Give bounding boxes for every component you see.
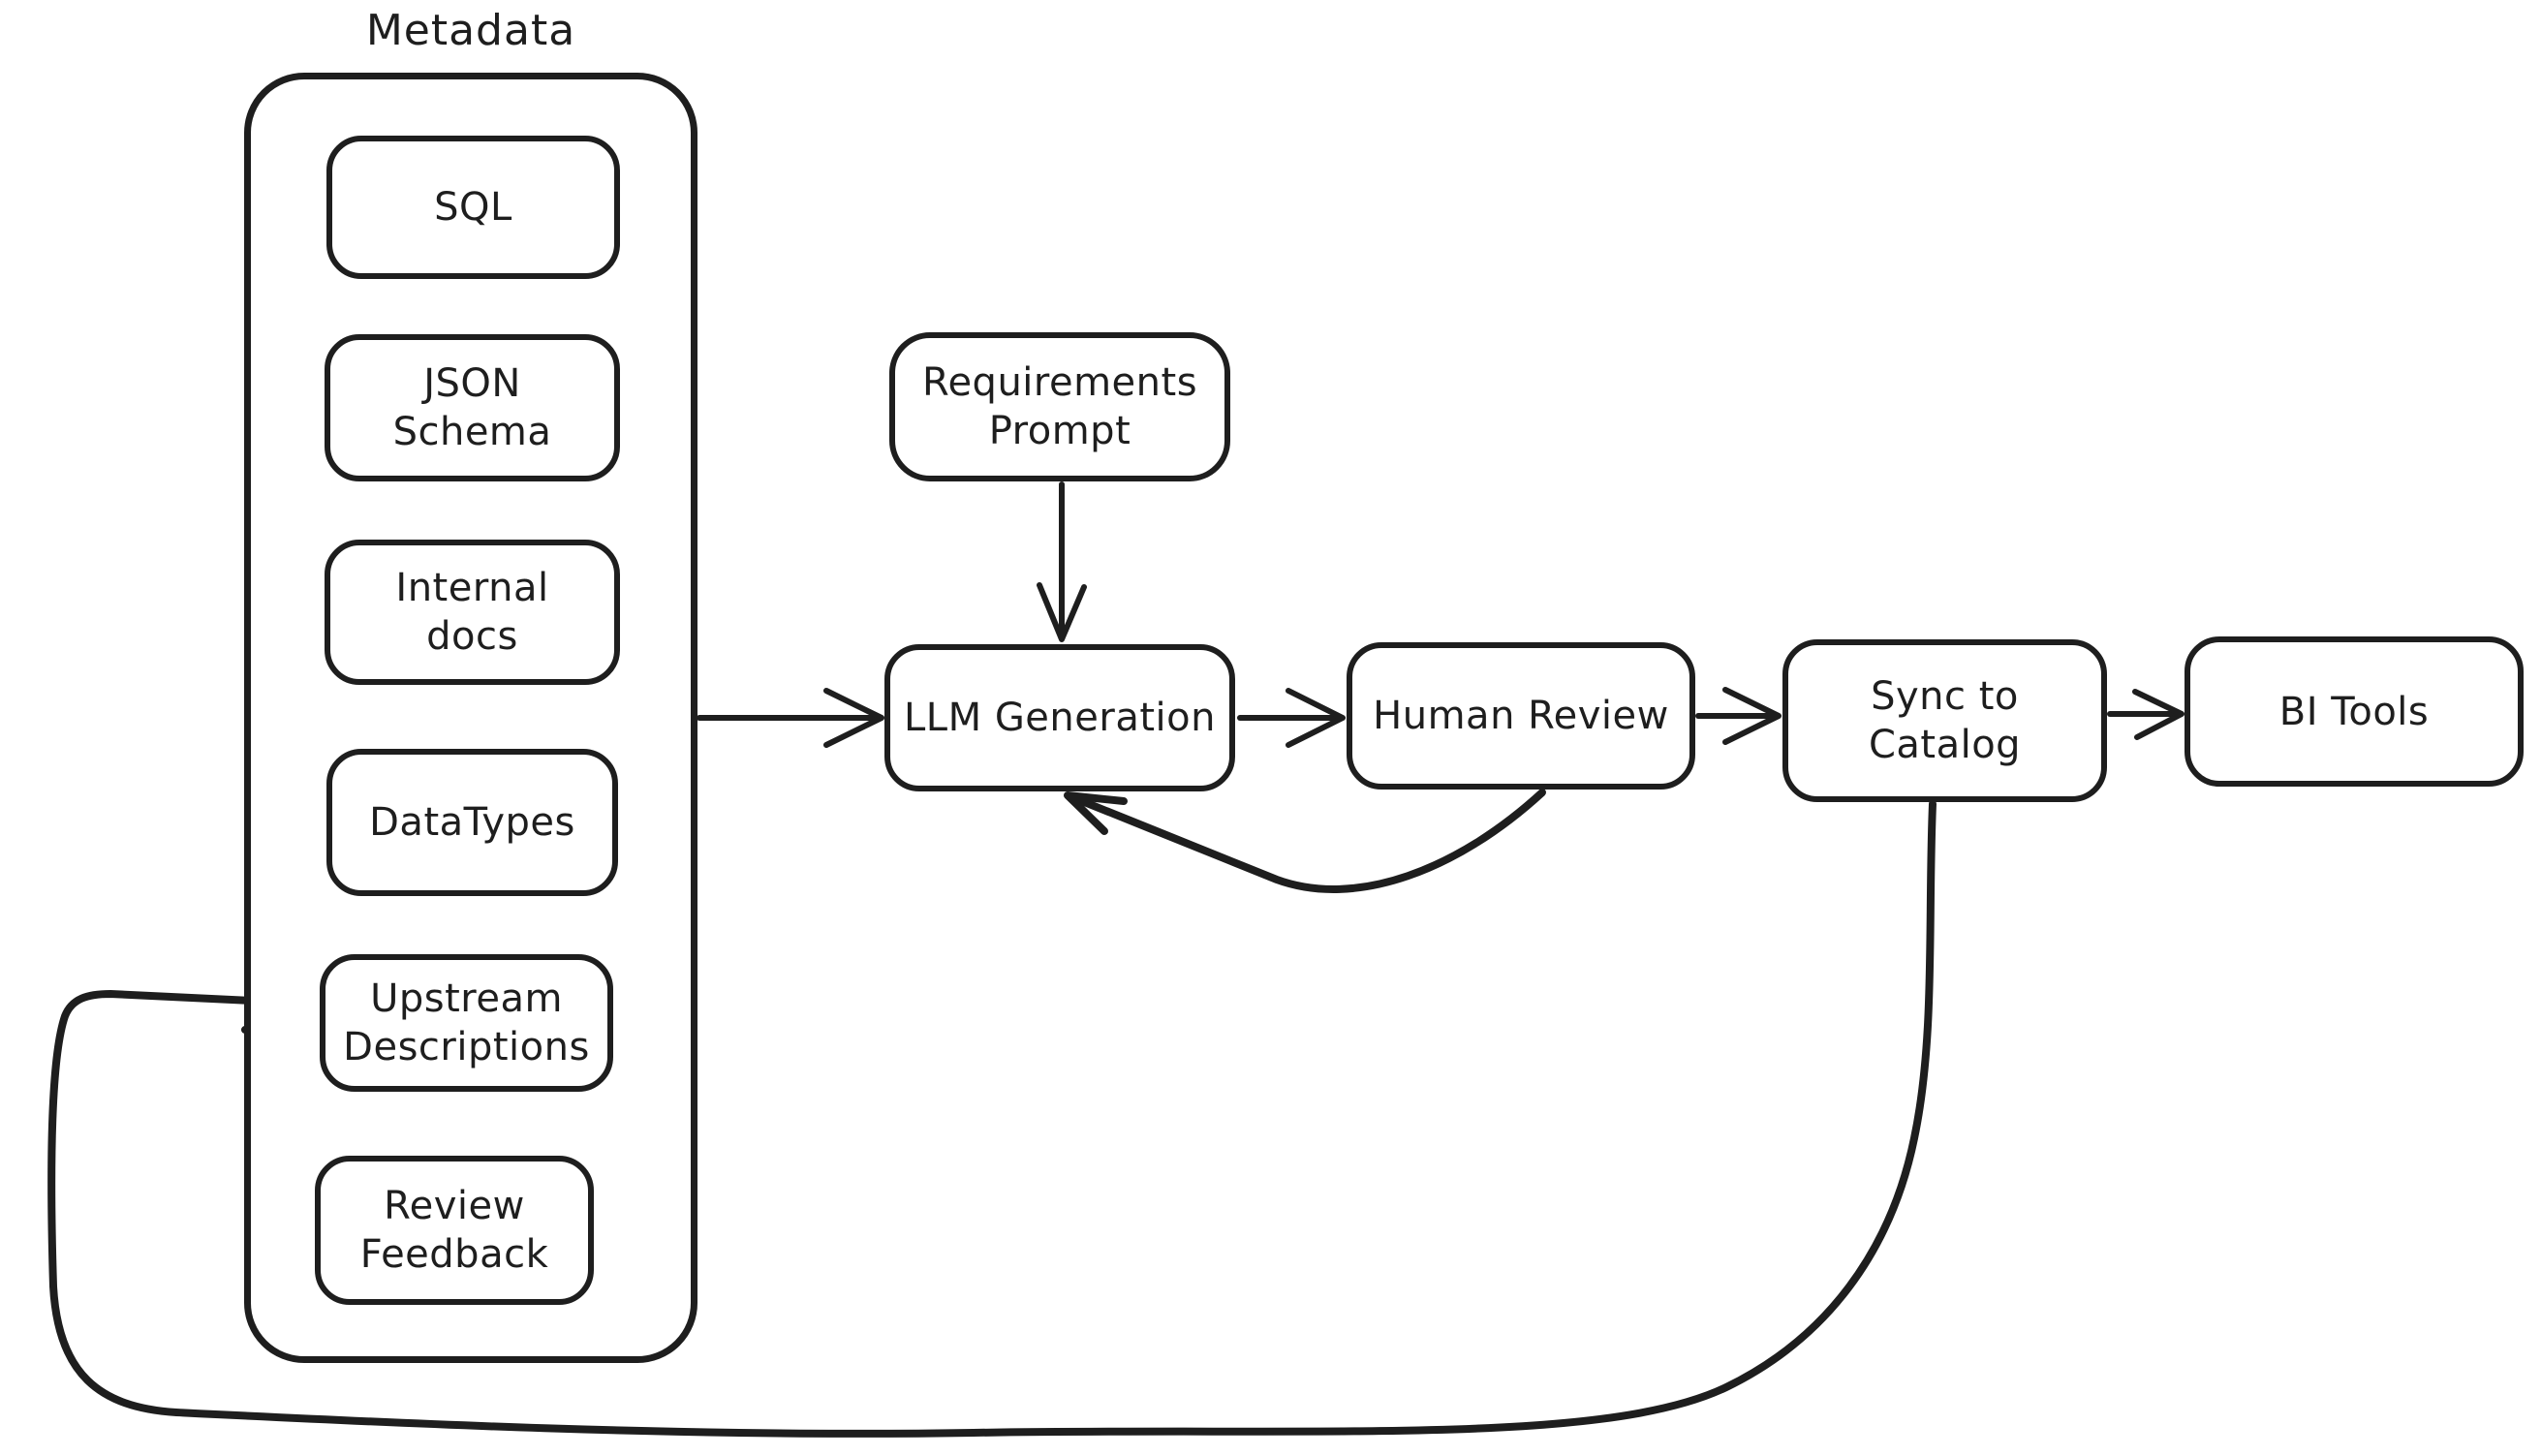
node-json-schema: JSON Schema [325,334,620,481]
node-bi-tools: BI Tools [2185,636,2524,787]
metadata-group-container [244,73,697,1363]
node-internal-docs: Internal docs [325,540,620,685]
node-llm-generation: LLM Generation [884,644,1235,791]
node-requirements-prompt: Requirements Prompt [889,332,1230,481]
node-upstream-descriptions: Upstream Descriptions [320,954,613,1092]
node-review-feedback: Review Feedback [315,1156,594,1305]
node-datatypes: DataTypes [326,749,618,896]
node-human-review: Human Review [1347,642,1695,790]
arrow-llm-to-human-head [1286,688,1346,748]
node-sql: SQL [326,136,620,279]
node-sync-to-catalog: Sync to Catalog [1782,639,2107,802]
arrow-human-to-llm-feedback-head [1064,791,1128,835]
arrow-human-to-llm-feedback-line [1073,789,1546,893]
arrow-sync-to-bi-head [2132,689,2185,740]
metadata-group-title: Metadata [365,6,576,55]
arrow-requirements-to-llm-head [1037,582,1087,642]
arrow-metadata-to-llm-head [823,688,884,748]
arrow-human-to-sync-head [1722,687,1782,745]
